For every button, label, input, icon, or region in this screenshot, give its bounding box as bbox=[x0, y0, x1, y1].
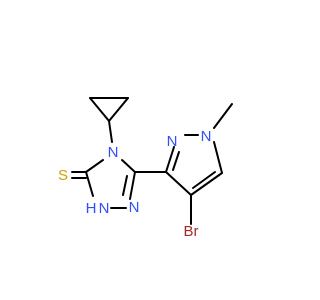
bond-c5-n1 bbox=[85, 171, 94, 197]
bond-pz-c3-n2-inner bbox=[172, 151, 180, 171]
bond-pz-n1-c5 bbox=[213, 141, 223, 174]
bond-n1-methyl bbox=[213, 103, 233, 129]
atom-labels: N N N N N H S Br bbox=[58, 128, 211, 240]
atom-label-n-pyrazole-1: N bbox=[201, 128, 212, 145]
atom-label-s-thione: S bbox=[58, 167, 68, 184]
bond-cyclopropyl-n4 bbox=[108, 120, 113, 143]
bond-cyclopropyl-c1-c2 bbox=[89, 97, 110, 122]
bond-n4-c5 bbox=[85, 159, 104, 173]
bond-pz-c5-c4-inner bbox=[192, 171, 216, 189]
bond-cyclopropyl-c3-c1 bbox=[108, 97, 129, 122]
molecule-structure-diagram: N N N N N H S Br bbox=[58, 97, 233, 240]
atom-label-n-triazole-1-h: H bbox=[86, 200, 97, 217]
atom-label-n-pyrazole-2: N bbox=[167, 133, 178, 150]
bond-pz-c4-c3 bbox=[165, 171, 192, 196]
bond-pz-c3-n2 bbox=[165, 146, 175, 173]
bond-pz-c5-c4 bbox=[190, 172, 223, 196]
atom-label-n-triazole-4: N bbox=[108, 144, 119, 161]
atom-label-n-triazole-2: N bbox=[129, 199, 140, 216]
bond-n4-c3 bbox=[121, 159, 136, 173]
bonds bbox=[71, 97, 233, 225]
bond-n2-c3 bbox=[129, 171, 136, 200]
bond-n2-c3-inner bbox=[122, 175, 128, 196]
atom-label-n-triazole-1-n: N bbox=[99, 200, 110, 217]
atom-label-br: Br bbox=[184, 223, 199, 240]
molecule-canvas: N N N N N H S Br bbox=[57, 97, 233, 240]
